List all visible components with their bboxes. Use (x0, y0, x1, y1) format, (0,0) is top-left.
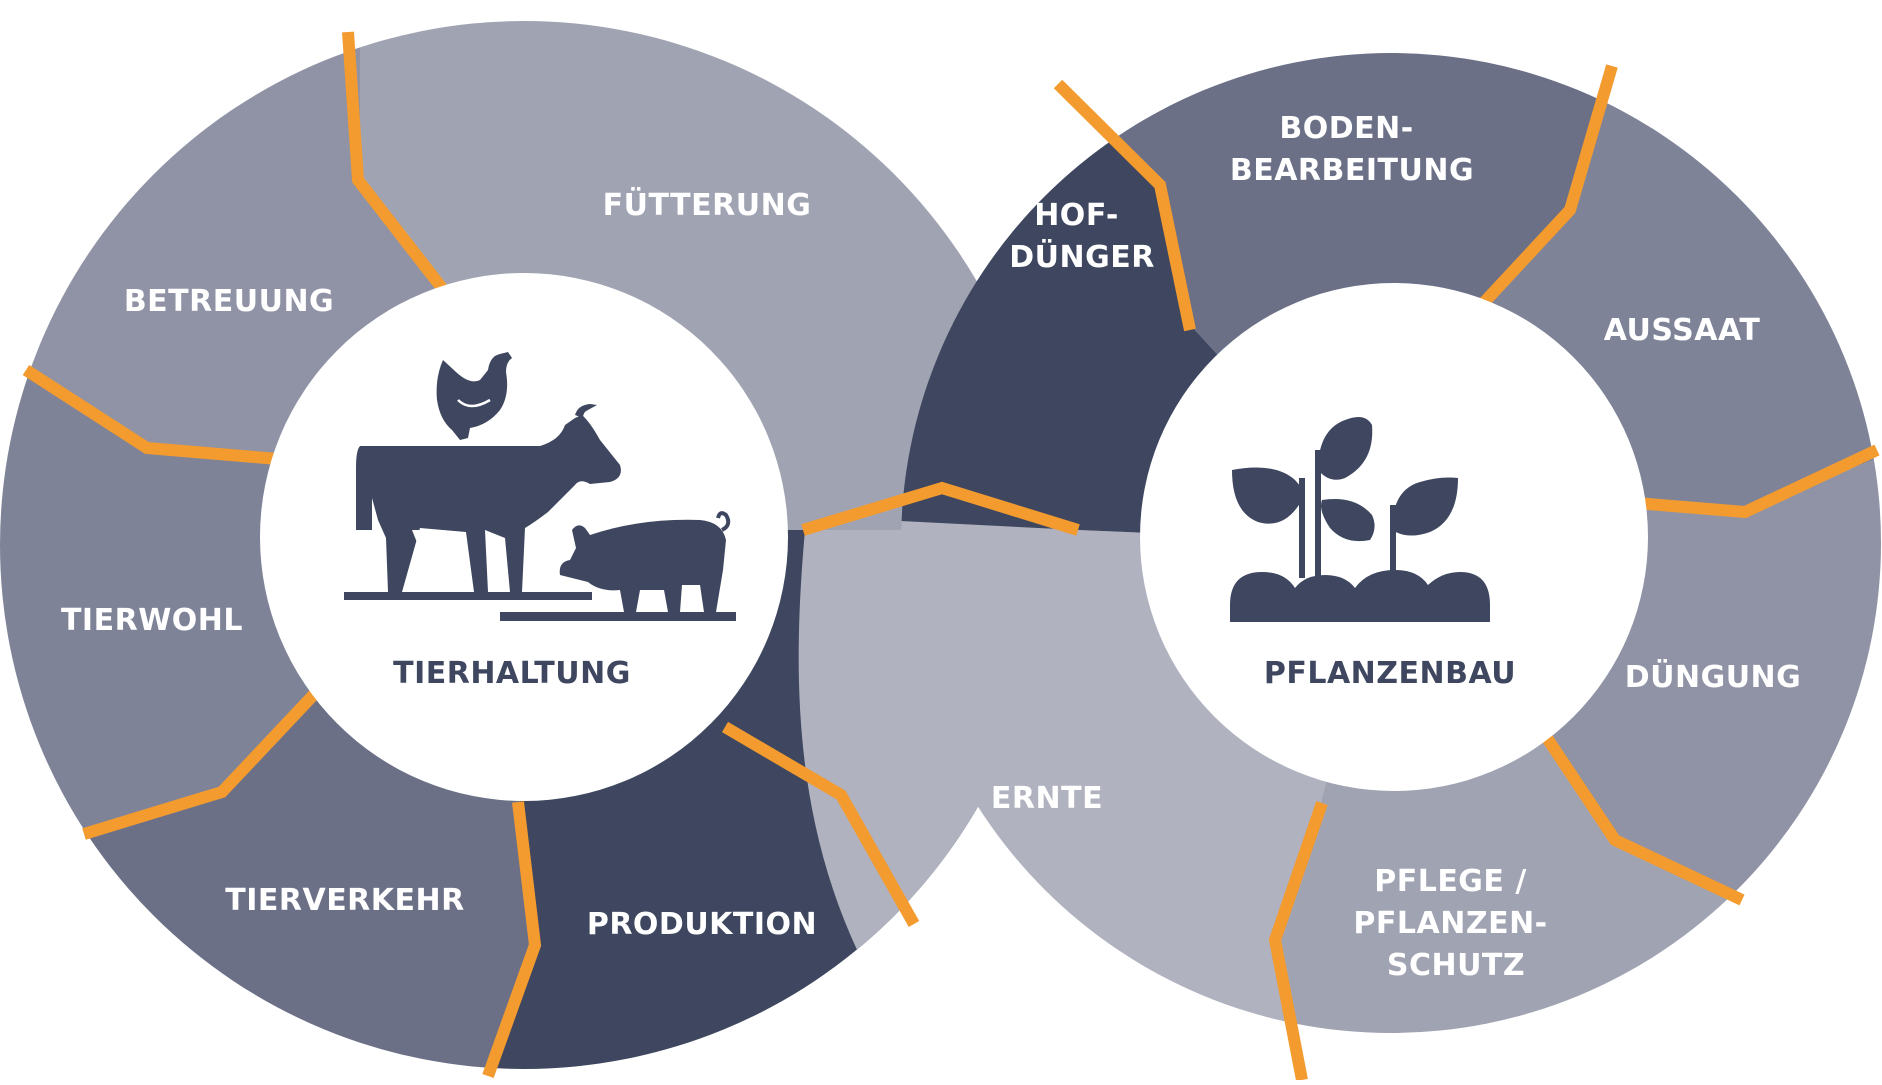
cow-body (356, 415, 621, 592)
ground-line-front (500, 612, 736, 621)
label-fuetterung: FÜTTERUNG (603, 186, 812, 223)
label-duengung: DÜNGUNG (1625, 658, 1802, 695)
stem-right (1390, 505, 1396, 580)
chicken-wing (457, 398, 491, 408)
label-pflege: PFLEGE / PFLANZEN- SCHUTZ (1353, 864, 1558, 983)
soil-mounds (1230, 570, 1490, 622)
label-tierhaltung: TIERHALTUNG (393, 656, 631, 691)
plant-sprout-icon (1230, 416, 1490, 622)
label-tierverkehr: TIERVERKEHR (225, 883, 464, 918)
divider-bodenbearbeitung-aussaat (1472, 64, 1618, 315)
label-pflege-line1: PFLEGE / (1374, 864, 1527, 899)
divider-tierverkehr-tierwohl (82, 683, 325, 840)
livestock-icon (344, 352, 736, 621)
segment-tierwohl (0, 346, 525, 860)
label-produktion: PRODUKTION (587, 907, 817, 942)
segment-bodenbearbeitung (1065, 53, 1612, 543)
label-hofduenger-line1: HOF- (1034, 198, 1119, 233)
label-pflanzenbau: PFLANZENBAU (1264, 656, 1516, 691)
left-dividers (22, 31, 1080, 1079)
pig-body (559, 519, 726, 612)
label-pflege-line2: PFLANZEN- (1353, 906, 1547, 941)
cow-udder (412, 530, 440, 545)
ground-line-back (344, 592, 592, 600)
udder-teat-1 (418, 546, 422, 556)
label-betreuung: BETREUUNG (124, 284, 334, 319)
cow-horn (575, 404, 597, 418)
label-bodenbearbeitung-line1: BODEN- (1279, 111, 1413, 146)
label-bodenbearbeitung-line2: BEARBEITUNG (1230, 153, 1474, 188)
udder-teat-2 (428, 546, 432, 556)
leaf-left (1232, 467, 1303, 524)
label-bodenbearbeitung: BODEN- BEARBEITUNG (1230, 111, 1474, 188)
stem-left (1299, 478, 1305, 578)
divider-fuetterung-ernte (801, 481, 1080, 536)
leaf-top (1318, 416, 1373, 480)
right-labels: HOF- DÜNGER BODEN- BEARBEITUNG AUSSAAT D… (991, 111, 1801, 983)
divider-pflege-ernte (1268, 801, 1328, 1082)
label-ernte: ERNTE (991, 781, 1103, 816)
right-dividers (1053, 64, 1880, 1082)
leaf-center (1321, 499, 1375, 542)
label-hofduenger-line2: DÜNGER (1009, 238, 1155, 275)
leaf-right (1392, 477, 1458, 536)
divider-aussaat-duengung (1599, 444, 1880, 519)
divider-hofduenger-bodenbearbeitung (1053, 79, 1196, 332)
divider-tierwohl-betreuung (22, 364, 291, 466)
label-pflege-line3: SCHUTZ (1387, 948, 1525, 983)
divider-produktion-tierverkehr (482, 801, 542, 1079)
pig-tail (716, 511, 731, 532)
label-hofduenger: HOF- DÜNGER (1009, 198, 1155, 275)
left-labels: FÜTTERUNG BETREUUNG TIERWOHL TIERVERKEHR… (61, 186, 817, 942)
stem-center (1315, 450, 1321, 578)
divider-betreuung-fuetterung (342, 31, 450, 296)
chicken (436, 352, 512, 440)
divider-duengung-pflege (1530, 716, 1745, 906)
label-aussaat: AUSSAAT (1604, 313, 1761, 348)
divider-produktion-ernte (721, 721, 920, 927)
label-tierwohl: TIERWOHL (61, 603, 243, 638)
